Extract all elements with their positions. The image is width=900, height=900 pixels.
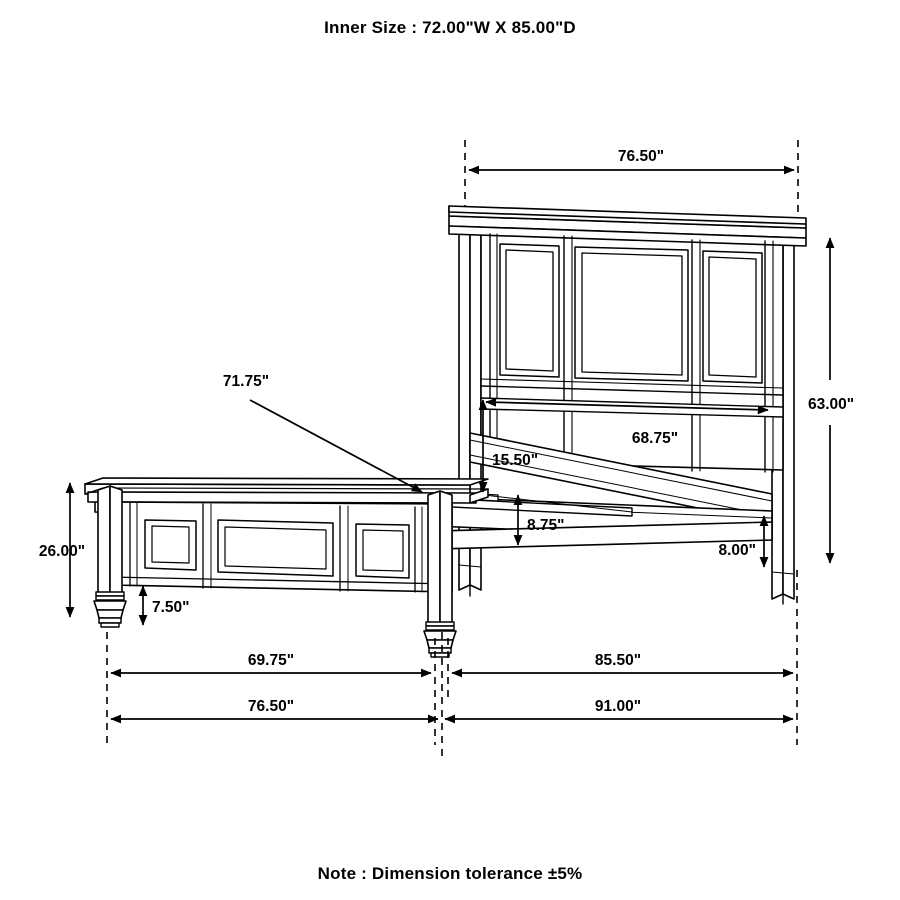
label-footboard-to-center: 69.75" [248, 652, 294, 669]
footboard-right-foot [423, 621, 457, 658]
label-footboard-overall: 76.50" [248, 698, 294, 715]
label-footboard-height: 26.00" [39, 543, 85, 560]
dim-side-rail-height [759, 515, 798, 745]
label-side-rail-height: 8.00" [718, 542, 756, 559]
label-center-to-headboard: 85.50" [595, 652, 641, 669]
label-headboard-width: 76.50" [618, 148, 664, 165]
label-headboard-inner-width: 68.75" [632, 430, 678, 447]
dim-overall-length [441, 632, 794, 762]
footboard-left-foot [93, 591, 127, 628]
label-side-rail-clearance: 8.75" [527, 517, 565, 534]
page-title: Inner Size : 72.00"W X 85.00"D [324, 18, 576, 37]
label-footboard-leg-height: 7.50" [152, 599, 190, 616]
footboard-right-post [427, 490, 441, 627]
bed-linework [84, 205, 807, 658]
label-center-rail-length: 71.75" [223, 373, 269, 390]
label-headboard-height: 63.00" [808, 396, 854, 413]
dim-footboard-to-center [106, 632, 436, 745]
dim-center-rail-length [249, 399, 423, 493]
dimension-labels: 76.50" 63.00" 68.75" 15.50" 8.75" 8.00" … [39, 148, 854, 715]
label-rail-to-panel-height: 15.50" [492, 452, 538, 469]
tolerance-note: Note : Dimension tolerance ±5% [317, 864, 583, 883]
dimension-annotations [65, 140, 835, 762]
dim-headboard-inner-width [485, 397, 769, 415]
dim-headboard-width [464, 140, 799, 218]
dim-center-to-headboard [447, 638, 794, 700]
footboard-left-post [97, 485, 111, 597]
label-overall-length: 91.00" [595, 698, 641, 715]
